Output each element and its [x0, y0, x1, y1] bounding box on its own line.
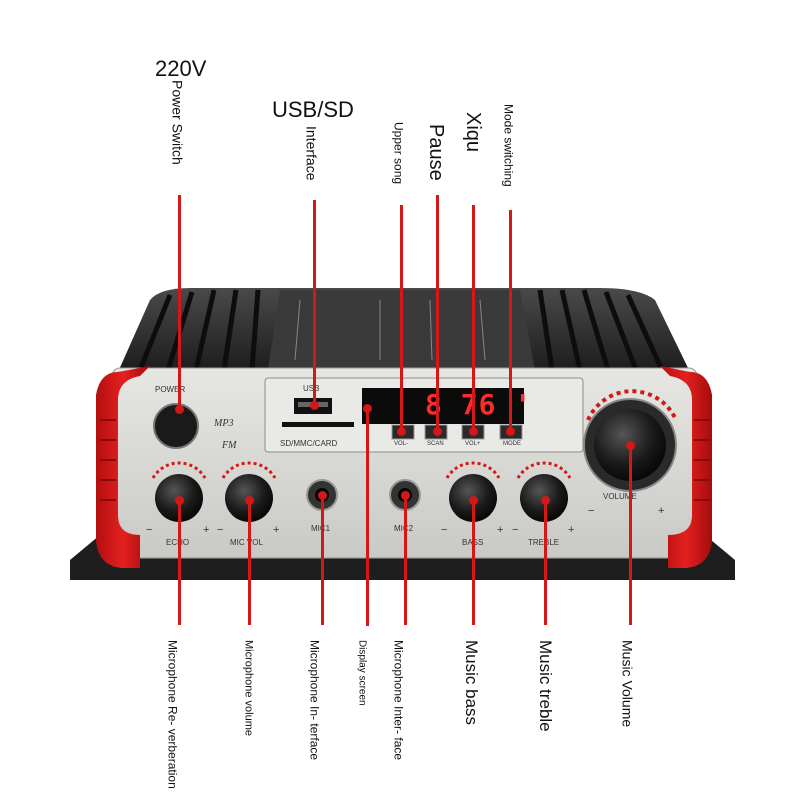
treble-label: TREBLE: [528, 538, 559, 547]
micvol-minus: −: [217, 524, 224, 536]
usb-callout-line: [313, 200, 316, 405]
volume-minus: −: [588, 505, 595, 517]
mic1-label: MIC1: [311, 524, 330, 533]
display-line2: screen: [356, 675, 368, 706]
mode-switching-label: Mode switching: [501, 104, 516, 187]
logo-mp3: MP3: [214, 418, 234, 429]
volume-label: VOLUME: [603, 492, 637, 501]
echo-callout-line: [178, 500, 181, 625]
right-bumper: [660, 366, 712, 568]
xiqu-callout-dot: [469, 427, 478, 436]
upper-song-callout-line: [400, 205, 403, 430]
display-callout-dot: [363, 404, 372, 413]
mic2-interface-line2: face: [391, 737, 406, 761]
pause-label: Pause: [425, 124, 447, 181]
mic1-interface-label: Microphone In- terface: [307, 640, 322, 761]
upper-song-callout-dot: [397, 427, 406, 436]
usb-callout-dot: [310, 401, 319, 410]
left-bumper: [96, 366, 150, 568]
xiqu-label: Xiqu: [462, 112, 484, 153]
mic2-callout-line: [404, 495, 407, 625]
micvol-callout-line: [248, 500, 251, 625]
pause-callout-line: [436, 195, 439, 430]
echo-minus: −: [146, 524, 153, 536]
treble-callout-line: [544, 500, 547, 625]
display-screen-graphic: [362, 388, 524, 424]
display-screen-label: Display screen: [356, 640, 368, 706]
mic-reverb-label: Microphone Re- verberation: [165, 640, 180, 789]
power-switch-label: Power Switch: [169, 80, 186, 165]
echo-plus: +: [203, 524, 210, 536]
music-treble-label: Music treble: [535, 640, 555, 732]
btn-next-label: VOL+: [465, 441, 481, 447]
treble-minus: −: [512, 524, 519, 536]
mode-callout-line: [509, 210, 512, 430]
voltage-label: 220V: [155, 56, 207, 81]
display-line1: Display: [356, 640, 368, 673]
micvol-label: MIC VOL: [230, 538, 263, 547]
usb-label: USB: [303, 384, 320, 393]
volume-plus: +: [658, 505, 665, 517]
mic2-interface-label: Microphone Inter- face: [391, 640, 406, 761]
pause-callout-dot: [433, 427, 442, 436]
treble-plus: +: [568, 524, 575, 536]
micvol-plus: +: [273, 524, 280, 536]
btn-mode-label: MODE: [503, 441, 521, 447]
music-volume-label: Music Volume: [619, 640, 636, 728]
power-callout-line: [178, 195, 181, 410]
mic-reverb-line1: Microphone Re-: [165, 640, 180, 726]
mic2-label: MIC2: [394, 524, 413, 533]
mic-volume-label: Microphone volume: [242, 640, 255, 736]
power-button-graphic: [153, 403, 199, 449]
xiqu-callout-line: [472, 205, 475, 430]
bass-minus: −: [441, 524, 448, 536]
volume-callout-line: [629, 445, 632, 625]
music-bass-label: Music bass: [461, 640, 481, 726]
logo-fm: FM: [222, 440, 237, 451]
mic1-callout-line: [321, 495, 324, 625]
bass-plus: +: [497, 524, 504, 536]
echo-label: ECHO: [166, 538, 189, 547]
sd-slot-graphic: [282, 422, 354, 427]
power-label: POWER: [155, 385, 186, 394]
interface-label: Interface: [303, 126, 320, 181]
usb-sd-label: USB/SD: [272, 97, 354, 122]
mode-callout-dot: [506, 427, 515, 436]
btn-scan-label: SCAN: [427, 441, 444, 447]
bass-callout-line: [472, 500, 475, 625]
mic1-interface-line1: Microphone In-: [307, 640, 322, 721]
mic1-interface-line2: terface: [307, 723, 322, 761]
btn-prev-label: VOL-: [394, 441, 409, 447]
mic2-interface-line1: Microphone Inter-: [391, 640, 406, 735]
mic-reverb-line2: verberation: [165, 728, 180, 789]
upper-song-label: Upper song: [391, 122, 406, 185]
card-label: SD/MMC/CARD: [280, 439, 338, 448]
power-callout-dot: [175, 405, 184, 414]
display-readout: 8 76 ': [425, 388, 533, 421]
display-callout-line: [366, 408, 369, 626]
heatsink-fins: [137, 289, 665, 372]
